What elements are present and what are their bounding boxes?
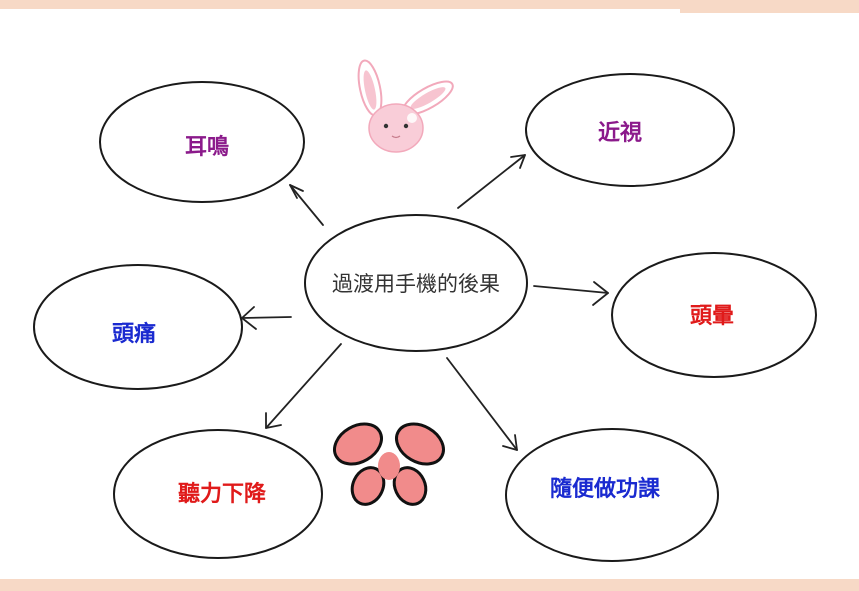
- node-ellipse-tingli: [113, 429, 323, 559]
- arrow-to-tingli: [265, 343, 342, 429]
- node-label-toutong: 頭痛: [111, 322, 157, 347]
- center-topic-label: 過渡用手機的後果: [332, 272, 500, 296]
- arrow-to-erming: [289, 184, 324, 226]
- node-ellipse-toutong: [33, 264, 243, 390]
- node-label-tingli: 聽力下降: [177, 482, 267, 507]
- bunny-face-icon: [357, 59, 454, 153]
- arrow-to-toutong: [241, 306, 292, 330]
- node-ellipse-center: [304, 214, 528, 352]
- butterfly-icon: [333, 422, 445, 506]
- node-ellipse-suibian: [505, 428, 719, 562]
- arrow-to-suibian: [446, 357, 518, 451]
- bottom-border-band: [0, 579, 859, 591]
- node-label-erming: 耳鳴: [184, 135, 230, 160]
- node-label-touyun: 頭暈: [689, 304, 735, 329]
- top-border-band: [0, 0, 859, 9]
- node-label-suibian: 隨便做功課: [549, 477, 661, 502]
- node-label-jinshi: 近視: [597, 121, 643, 146]
- node-ellipse-erming: [99, 81, 305, 203]
- node-ellipse-touyun: [611, 252, 817, 378]
- arrow-to-jinshi: [457, 154, 526, 209]
- arrow-to-touyun: [533, 281, 609, 306]
- node-ellipse-jinshi: [525, 73, 735, 187]
- top-border-tab: [680, 9, 859, 13]
